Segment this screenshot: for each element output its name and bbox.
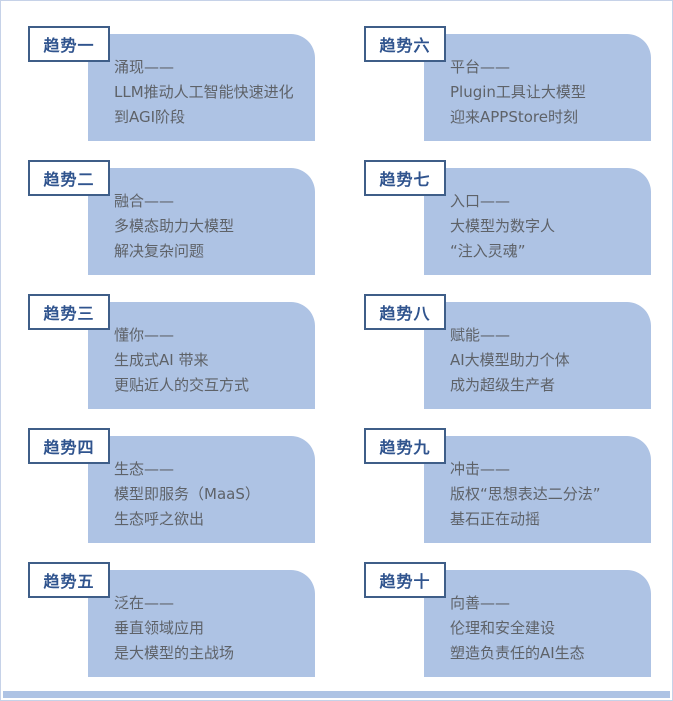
trend-label: 趋势四 [28,428,110,464]
trend-line-3: 生态呼之欲出 [114,510,205,528]
trend-line-3: 更贴近人的交互方式 [114,376,250,394]
trend-line-3: 成为超级生产者 [450,376,556,394]
trend-label: 趋势十 [364,562,446,598]
trend-line-3: 是大模型的主战场 [114,644,235,662]
trend-line-3: 基石正在动摇 [450,510,541,528]
trend-card: 趋势十 向善—— 伦理和安全建设 塑造负责任的AI生态 [364,562,652,677]
trend-line-2: 伦理和安全建设 [450,619,556,637]
trend-label: 趋势二 [28,160,110,196]
trend-line-1: 赋能—— [450,326,511,344]
trends-grid: 趋势一 涌现—— LLM推动人工智能快速进化 到AGI阶段 趋势二 融合—— 多… [28,26,652,696]
trend-line-2: 多模态助力大模型 [114,217,235,235]
trend-line-1: 平台—— [450,58,511,76]
trend-line-2: 模型即服务（MaaS） [114,485,260,503]
trend-panel: 赋能—— AI大模型助力个体 成为超级生产者 [424,302,651,409]
trend-panel: 涌现—— LLM推动人工智能快速进化 到AGI阶段 [88,34,315,141]
trend-line-3: 塑造负责任的AI生态 [450,644,585,662]
trend-label: 趋势三 [28,294,110,330]
trend-line-3: 迎来APPStore时刻 [450,108,578,126]
trend-card: 趋势三 懂你—— 生成式AI 带来 更贴近人的交互方式 [28,294,316,409]
trend-panel: 入口—— 大模型为数字人 “注入灵魂” [424,168,651,275]
trend-line-2: 版权“思想表达二分法” [450,485,601,503]
trend-panel: 冲击—— 版权“思想表达二分法” 基石正在动摇 [424,436,651,543]
trend-line-1: 入口—— [450,192,511,210]
trend-card: 趋势八 赋能—— AI大模型助力个体 成为超级生产者 [364,294,652,409]
trend-card: 趋势九 冲击—— 版权“思想表达二分法” 基石正在动摇 [364,428,652,543]
trend-card: 趋势一 涌现—— LLM推动人工智能快速进化 到AGI阶段 [28,26,316,141]
trend-line-2: 垂直领域应用 [114,619,205,637]
trend-card: 趋势七 入口—— 大模型为数字人 “注入灵魂” [364,160,652,275]
trend-card: 趋势四 生态—— 模型即服务（MaaS） 生态呼之欲出 [28,428,316,543]
trend-line-2: 大模型为数字人 [450,217,556,235]
trend-line-1: 融合—— [114,192,175,210]
trend-label: 趋势一 [28,26,110,62]
trend-card: 趋势六 平台—— Plugin工具让大模型 迎来APPStore时刻 [364,26,652,141]
trend-line-2: 生成式AI 带来 [114,351,209,369]
trend-card: 趋势五 泛在—— 垂直领域应用 是大模型的主战场 [28,562,316,677]
trend-panel: 向善—— 伦理和安全建设 塑造负责任的AI生态 [424,570,651,677]
trend-panel: 平台—— Plugin工具让大模型 迎来APPStore时刻 [424,34,651,141]
trend-line-2: AI大模型助力个体 [450,351,570,369]
trend-panel: 泛在—— 垂直领域应用 是大模型的主战场 [88,570,315,677]
trend-label: 趋势六 [364,26,446,62]
trend-line-1: 涌现—— [114,58,175,76]
trend-label: 趋势五 [28,562,110,598]
footer-band [3,691,670,698]
trend-label: 趋势七 [364,160,446,196]
trend-line-1: 泛在—— [114,594,175,612]
trend-line-2: LLM推动人工智能快速进化 [114,83,294,101]
trend-panel: 懂你—— 生成式AI 带来 更贴近人的交互方式 [88,302,315,409]
trend-panel: 生态—— 模型即服务（MaaS） 生态呼之欲出 [88,436,315,543]
trend-line-3: 解决复杂问题 [114,242,205,260]
trend-line-3: “注入灵魂” [450,242,526,260]
trend-line-3: 到AGI阶段 [114,108,186,126]
trend-label: 趋势八 [364,294,446,330]
trend-label: 趋势九 [364,428,446,464]
trend-line-1: 生态—— [114,460,175,478]
trend-card: 趋势二 融合—— 多模态助力大模型 解决复杂问题 [28,160,316,275]
trend-line-1: 冲击—— [450,460,511,478]
trend-line-1: 向善—— [450,594,511,612]
trend-panel: 融合—— 多模态助力大模型 解决复杂问题 [88,168,315,275]
trend-line-2: Plugin工具让大模型 [450,83,586,101]
trend-line-1: 懂你—— [114,326,175,344]
